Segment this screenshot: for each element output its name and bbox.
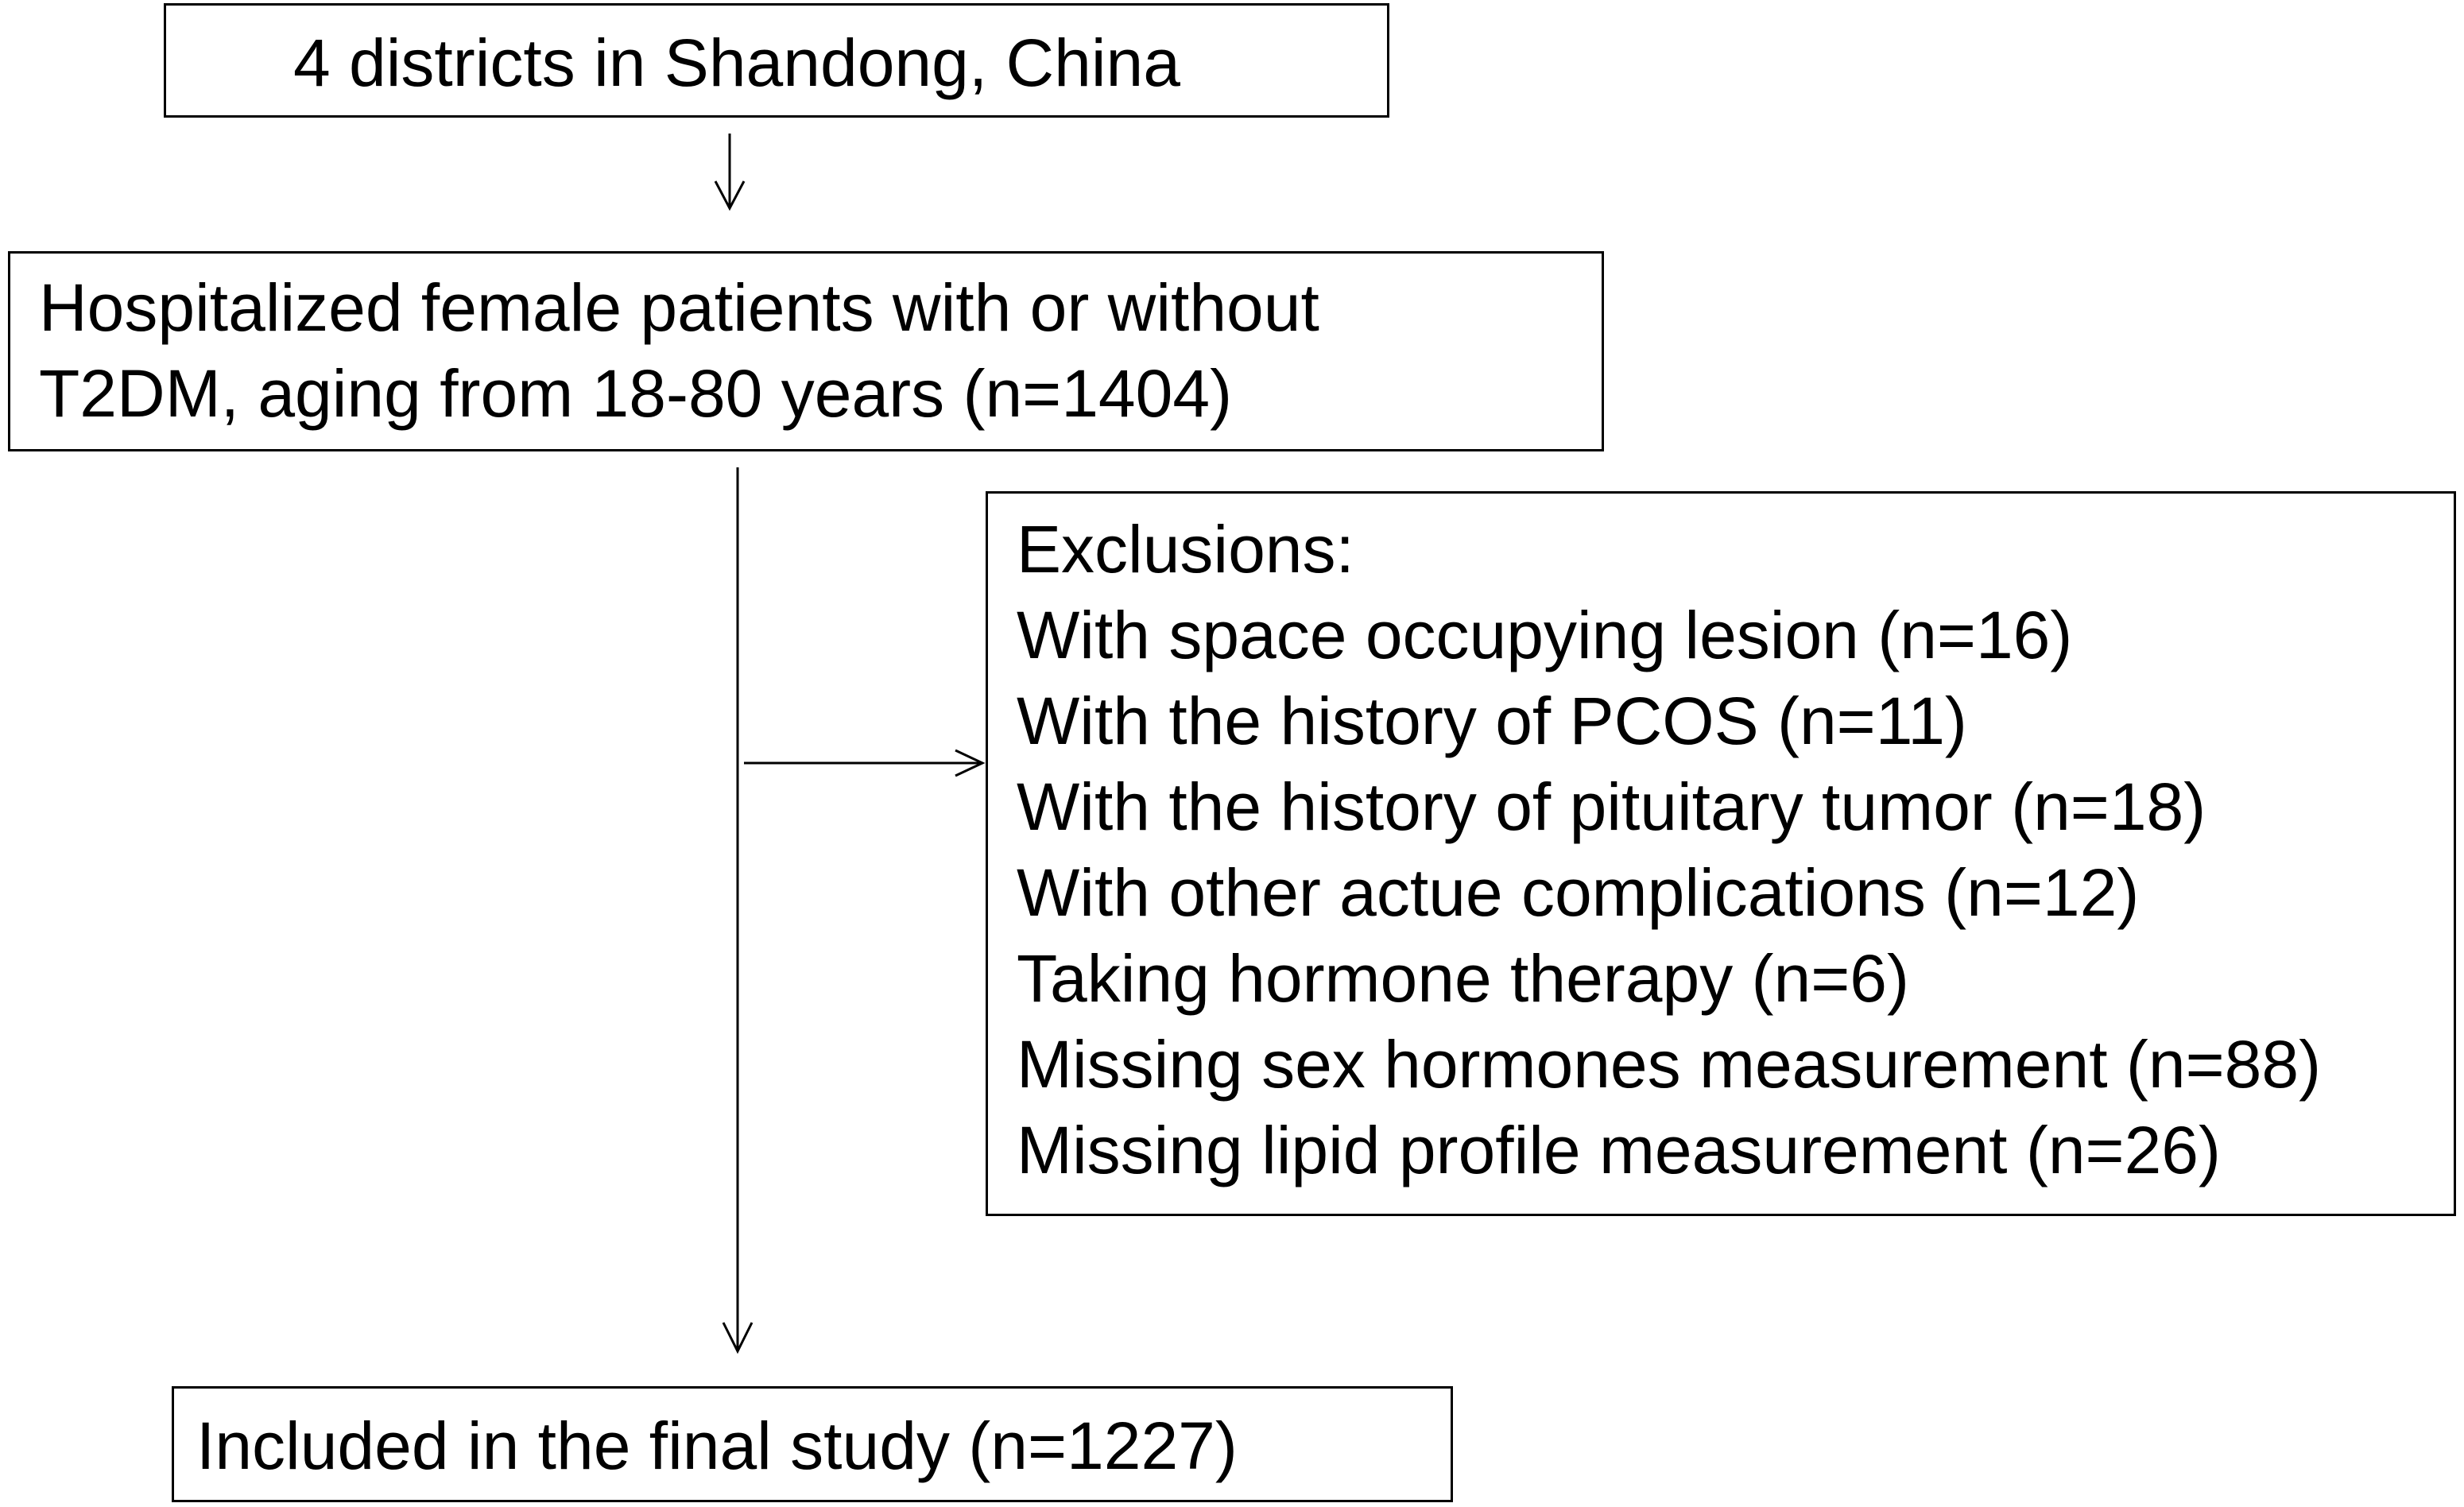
exclusion-item: Taking hormone therapy (n=6) xyxy=(1017,941,1909,1016)
arrowhead-source-to-hospitalized xyxy=(714,180,746,211)
exclusion-item: With space occupying lesion (n=16) xyxy=(1017,598,2073,672)
exclusion-item: Missing lipid profile measurement (n=26) xyxy=(1017,1113,2221,1187)
exclusions-heading: Exclusions: xyxy=(1017,512,1354,587)
hospitalized-line-1: Hospitalized female patients with or wit… xyxy=(39,270,1319,345)
exclusion-item: Missing sex hormones measurement (n=88) xyxy=(1017,1027,2322,1102)
exclusion-item: With other actue complications (n=12) xyxy=(1017,855,2140,930)
hospitalized-patients-box: Hospitalized female patients with or wit… xyxy=(8,251,1604,451)
exclusion-item: With the history of pituitary tumor (n=1… xyxy=(1017,769,2206,844)
arrowhead-hospitalized-to-final xyxy=(722,1322,754,1354)
exclusion-item: With the history of PCOS (n=11) xyxy=(1017,684,1967,758)
source-text: 4 districts in Shandong, China xyxy=(293,25,1180,100)
hospitalized-line-2: T2DM, aging from 18-80 years (n=1404) xyxy=(39,356,1233,431)
exclusions-box: Exclusions: With space occupying lesion … xyxy=(986,491,2456,1216)
final-study-text: Included in the final study (n=1227) xyxy=(196,1408,1238,1483)
hospitalized-text: Hospitalized female patients with or wit… xyxy=(39,265,1319,436)
exclusions-text: Exclusions: With space occupying lesion … xyxy=(1017,506,2321,1193)
arrowhead-to-exclusions xyxy=(955,749,986,777)
final-study-box: Included in the final study (n=1227) xyxy=(172,1386,1453,1502)
source-box: 4 districts in Shandong, China xyxy=(164,3,1389,118)
